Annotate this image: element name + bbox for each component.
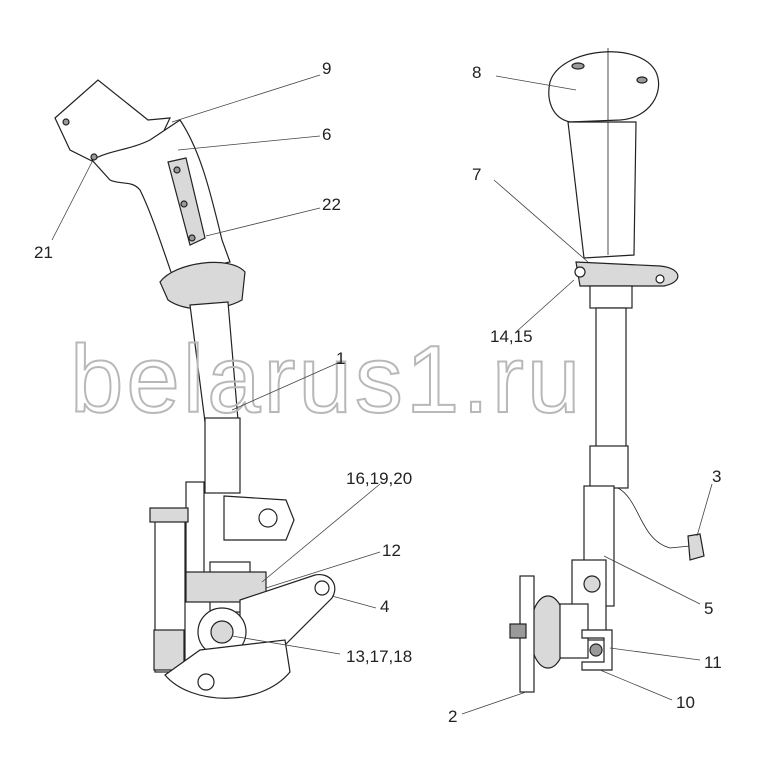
shaft — [595, 307, 627, 449]
callout-10: 10 — [676, 693, 695, 712]
clamp-screw — [655, 274, 665, 284]
boot-collar — [159, 261, 246, 310]
callout-8: 8 — [472, 63, 481, 82]
sector-plate — [164, 639, 291, 699]
callout-11: 11 — [704, 653, 722, 672]
screw — [90, 153, 98, 161]
connector — [687, 533, 705, 561]
support-bracket — [185, 481, 205, 583]
clamp — [575, 261, 679, 287]
lower-sleeve — [589, 445, 629, 489]
clip-bracket — [581, 629, 613, 671]
knob-slot — [571, 62, 585, 70]
callout-4: 4 — [380, 597, 389, 616]
leader-lines — [51, 74, 713, 715]
callout-12: 12 — [382, 541, 401, 560]
screw — [173, 166, 181, 174]
callout-3: 3 — [712, 467, 721, 486]
callout-16-19-20: 16,19,20 — [346, 469, 412, 488]
knob-slot — [636, 76, 648, 84]
tube-cap — [149, 507, 189, 523]
callout-14-15: 14,15 — [490, 327, 533, 346]
callout-7: 7 — [472, 165, 481, 184]
callout-2: 2 — [448, 707, 457, 726]
arm-hole — [314, 580, 330, 596]
callout-21: 21 — [34, 243, 53, 262]
collar — [589, 285, 633, 309]
right-assembly — [509, 48, 705, 693]
left-assembly — [54, 79, 336, 699]
callout-1: 1 — [336, 349, 345, 368]
cable — [617, 487, 691, 549]
callout-5: 5 — [704, 599, 713, 618]
lever-arm — [239, 573, 336, 661]
screw — [188, 234, 196, 242]
watermark: belarus1.ru — [70, 326, 583, 433]
lever-knob — [548, 51, 660, 123]
clamp-screw — [574, 266, 586, 278]
callouts: 9 6 22 21 8 7 14,15 1 16,19,20 12 4 13,1… — [34, 59, 722, 726]
mechanism-bolt — [583, 575, 601, 593]
handle-body — [567, 121, 637, 259]
callout-22: 22 — [322, 195, 341, 214]
screw — [62, 118, 70, 126]
stud — [509, 623, 527, 639]
sector-hole — [197, 673, 215, 691]
shaft-bolt — [210, 620, 234, 644]
callout-13-17-18: 13,17,18 — [346, 647, 412, 666]
clip-bolt — [589, 643, 603, 657]
nut-block — [153, 629, 185, 671]
clevis-hole — [258, 508, 278, 528]
rod-sleeve — [204, 417, 241, 494]
screw — [180, 200, 188, 208]
callout-9: 9 — [322, 59, 331, 78]
callout-6: 6 — [322, 125, 331, 144]
